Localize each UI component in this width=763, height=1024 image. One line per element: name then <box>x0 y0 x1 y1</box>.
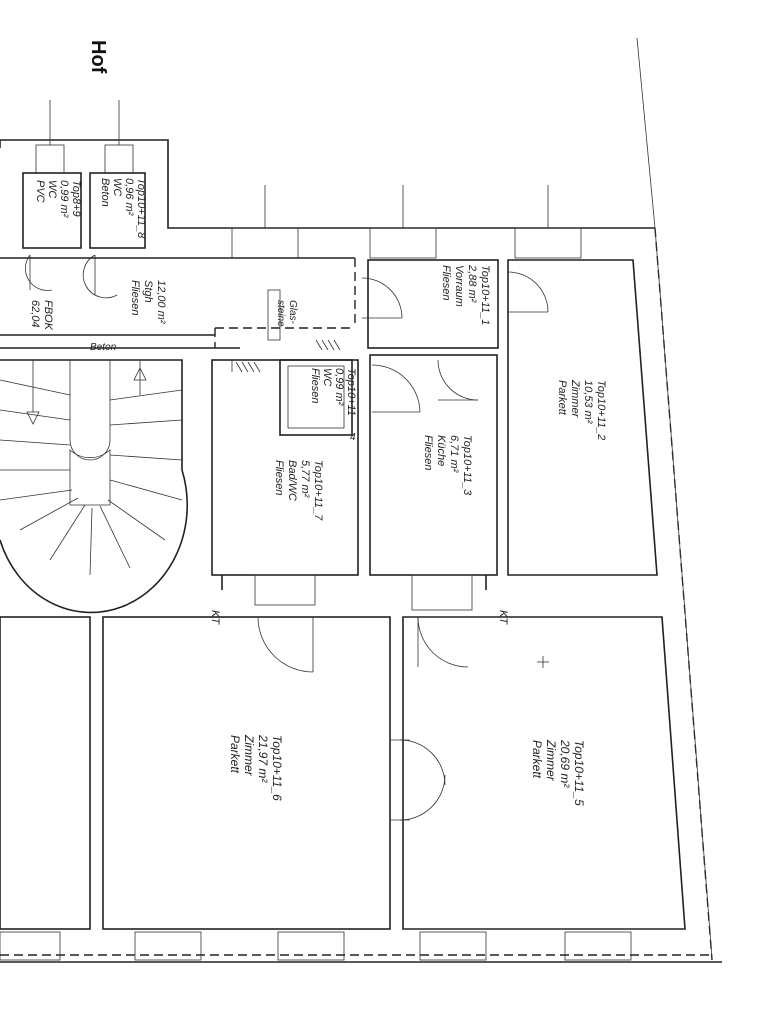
room-label-line: Zimmer <box>569 379 581 419</box>
room-label-line: Beton <box>90 342 117 353</box>
middle-rooms <box>211 259 658 611</box>
room-label-line: Zimmer <box>242 734 256 777</box>
room-label-line: Bad/WC <box>286 460 298 501</box>
room-label-line: PVC <box>34 180 46 203</box>
room-label-line: Top10+11_8 <box>135 178 147 239</box>
corridor <box>0 257 356 349</box>
room-label-line: 62,04 <box>29 300 41 328</box>
room-label-line: Vorraum <box>453 265 465 307</box>
room-label-kt-left: KT <box>209 610 221 625</box>
spiral-stair <box>0 359 189 614</box>
room-label-line: steine <box>275 300 286 327</box>
room-label-line: Glas- <box>287 300 298 325</box>
room-label-line: 21,97 m² <box>256 734 270 783</box>
room-label-line: Parkett <box>556 380 568 416</box>
room-label-line: Fliesen <box>309 368 321 403</box>
room-label-line: Top10+11_7 <box>312 460 324 521</box>
room-label-line: Fliesen <box>273 460 285 495</box>
room-label-line: 0,99 m² <box>333 368 345 406</box>
lower-rooms <box>0 575 686 930</box>
wc-boxes <box>22 172 146 299</box>
room-label-line: FBOK <box>42 300 54 331</box>
room-label-line: Top10+11_3 <box>461 435 473 496</box>
room-label-line: Parkett <box>228 735 242 774</box>
room-label-line: 10,53 m² <box>582 380 594 424</box>
room-label-line: KT <box>497 610 509 625</box>
bottom-windows <box>0 931 632 961</box>
room-label-line: Stgh <box>142 280 154 303</box>
room-label-line: WC <box>111 178 123 196</box>
room-label-line: 20,69 m² <box>558 739 572 788</box>
room-label-line: Fliesen <box>422 435 434 470</box>
room-label-line: Top10+11_1 <box>479 265 491 325</box>
room-label-line: Fliesen <box>440 265 452 300</box>
room-label-glassteine: Glas-steine <box>275 300 298 327</box>
room-label-line: KT <box>209 610 221 625</box>
room-label-line: 6,71 m² <box>448 435 460 473</box>
room-label-line: Beton <box>99 178 111 207</box>
room-label-line: 2,88 m² <box>466 264 478 303</box>
room-label-beton: Beton <box>90 342 117 353</box>
room-label-line: WC <box>46 180 58 198</box>
courtyard-label: Hof <box>87 40 109 74</box>
room-label-line: Top10+11 <box>345 368 357 416</box>
room-label-line: Parkett <box>530 740 544 779</box>
room-label-line: Zimmer <box>544 739 558 782</box>
room-label-line: 5,77 m² <box>299 460 311 498</box>
room-label-line: Top10+11_6 <box>270 735 284 801</box>
room-label-wc-4-num: 4 <box>350 432 356 443</box>
room-label-line: Top10+11_5 <box>572 740 586 806</box>
room-label-line: Top8+9 <box>70 180 82 217</box>
room-label-line: 12,00 m² <box>155 280 167 324</box>
room-label-line: 0,96 m² <box>123 178 135 216</box>
room-label-line: WC <box>321 368 333 386</box>
room-label-line: 4 <box>350 432 356 443</box>
room-label-kt-right: KT <box>497 610 509 625</box>
room-label-line: Fliesen <box>129 280 141 315</box>
room-label-line: 0,99 m² <box>58 180 70 218</box>
room-label-line: Top10+11_2 <box>595 380 607 440</box>
room-label-line: Küche <box>435 435 447 466</box>
